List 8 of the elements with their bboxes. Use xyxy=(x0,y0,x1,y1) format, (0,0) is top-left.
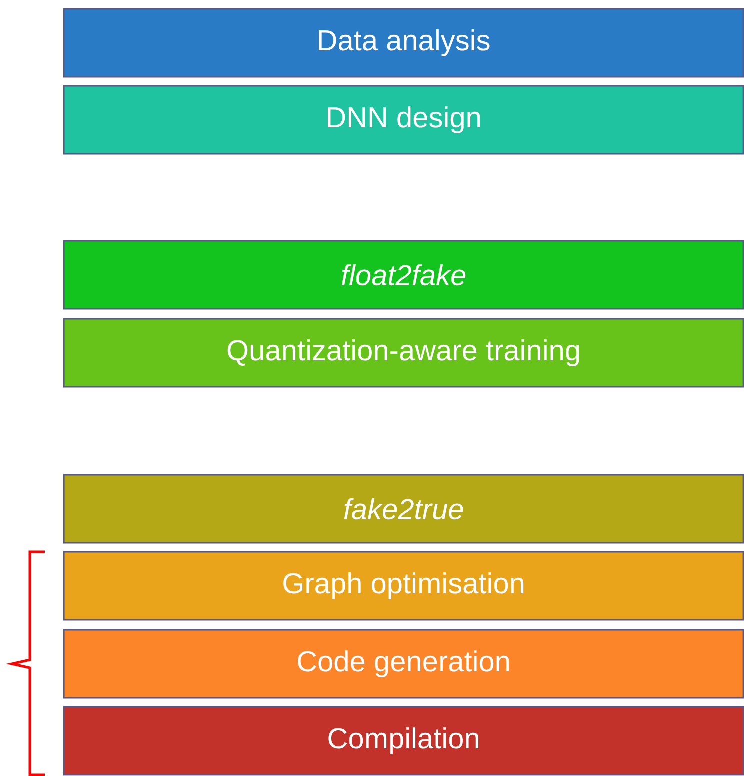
stage-box: fake2true xyxy=(63,474,744,544)
stage-box: Data analysis xyxy=(63,8,744,78)
stage-box: Code generation xyxy=(63,629,744,699)
stage-box: Graph optimisation xyxy=(63,551,744,621)
stage-box: DNN design xyxy=(63,85,744,155)
stage-box: Quantization-aware training xyxy=(63,318,744,388)
stage-box: float2fake xyxy=(63,240,744,310)
stage-box: Compilation xyxy=(63,706,744,776)
